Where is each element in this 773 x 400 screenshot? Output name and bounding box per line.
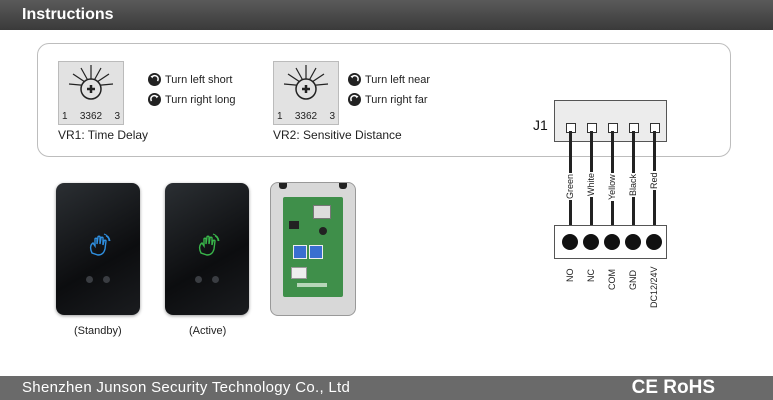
vr1-potentiometer: 1 3362 3 bbox=[58, 61, 124, 125]
vr1-trimmer bbox=[293, 245, 307, 259]
vr2-trimmer bbox=[309, 245, 323, 259]
vr2-label: VR2: Sensitive Distance bbox=[273, 128, 402, 142]
pin-3-label: 3 bbox=[329, 111, 335, 122]
vr2-potentiometer: 1 3362 3 bbox=[273, 61, 339, 125]
wire-label-red: Red bbox=[649, 171, 659, 190]
ir-sensor bbox=[86, 276, 93, 283]
capacitor bbox=[319, 227, 327, 235]
circuit-board bbox=[283, 197, 343, 297]
potentiometer-dial-icon bbox=[68, 65, 114, 100]
device-active bbox=[165, 183, 249, 315]
device-back-pcb bbox=[270, 182, 356, 316]
hand-sensor-icon bbox=[89, 233, 111, 256]
terminal-screw bbox=[583, 234, 599, 250]
certification-marks: CE RoHS bbox=[631, 377, 715, 398]
ir-sensor bbox=[195, 276, 202, 283]
vr1-turn-left-text: Turn left short bbox=[165, 73, 233, 86]
rotate-left-icon bbox=[348, 73, 361, 86]
pot-model-label: 3362 bbox=[294, 111, 318, 122]
rotate-right-icon bbox=[148, 93, 161, 106]
vr2-turn-right: Turn right far bbox=[348, 93, 428, 106]
connector-name: J1 bbox=[533, 117, 548, 133]
rotate-right-icon bbox=[348, 93, 361, 106]
silkscreen bbox=[297, 283, 327, 287]
vr1-turn-right: Turn right long bbox=[148, 93, 236, 106]
ir-sensor bbox=[212, 276, 219, 283]
wire-label-white: White bbox=[586, 171, 596, 197]
standby-caption: (Standby) bbox=[74, 325, 122, 337]
header-bar: Instructions bbox=[0, 0, 773, 30]
vr2-turn-left: Turn left near bbox=[348, 73, 430, 86]
terminal-screw bbox=[646, 234, 662, 250]
mount-notch bbox=[279, 183, 287, 189]
pot-model-label: 3362 bbox=[79, 111, 103, 122]
wire-label-yellow: Yellow bbox=[607, 173, 617, 201]
vr1-label: VR1: Time Delay bbox=[58, 128, 149, 142]
vr2-turn-right-text: Turn right far bbox=[365, 93, 428, 106]
wire-label-black: Black bbox=[628, 172, 638, 197]
chip bbox=[289, 221, 299, 229]
j1-header bbox=[313, 205, 331, 219]
rotate-left-icon bbox=[148, 73, 161, 86]
page-title: Instructions bbox=[22, 6, 114, 23]
pin-3-label: 3 bbox=[114, 111, 120, 122]
footer-bar: Shenzhen Junson Security Technology Co.,… bbox=[0, 376, 773, 400]
terminal-connector bbox=[291, 267, 307, 279]
terminal-label-nc: NC bbox=[586, 269, 596, 282]
terminal-screw bbox=[604, 234, 620, 250]
pot-pin-labels: 1 3362 3 bbox=[59, 111, 123, 122]
device-standby bbox=[56, 183, 140, 315]
pin-1-label: 1 bbox=[62, 111, 68, 122]
terminal-screw bbox=[625, 234, 641, 250]
terminal-label-com: COM bbox=[607, 269, 617, 290]
vr2-turn-left-text: Turn left near bbox=[365, 73, 431, 86]
hand-sensor-icon bbox=[198, 233, 220, 256]
pin-1-label: 1 bbox=[277, 111, 283, 122]
terminal-block bbox=[554, 225, 667, 259]
terminal-label-dc: DC12/24V bbox=[649, 266, 659, 308]
vr1-turn-right-text: Turn right long bbox=[165, 93, 236, 106]
mount-notch bbox=[339, 183, 347, 189]
ir-sensor bbox=[103, 276, 110, 283]
wire-label-green: Green bbox=[565, 172, 575, 200]
pot-pin-labels: 1 3362 3 bbox=[274, 111, 338, 122]
terminal-screw bbox=[562, 234, 578, 250]
vr1-turn-left: Turn left short bbox=[148, 73, 232, 86]
terminal-label-no: NO bbox=[565, 268, 575, 283]
j1-connector-housing bbox=[554, 100, 667, 142]
terminal-label-gnd: GND bbox=[628, 270, 638, 290]
company-name: Shenzhen Junson Security Technology Co.,… bbox=[22, 379, 351, 396]
active-caption: (Active) bbox=[189, 325, 227, 337]
potentiometer-dial-icon bbox=[283, 65, 329, 100]
